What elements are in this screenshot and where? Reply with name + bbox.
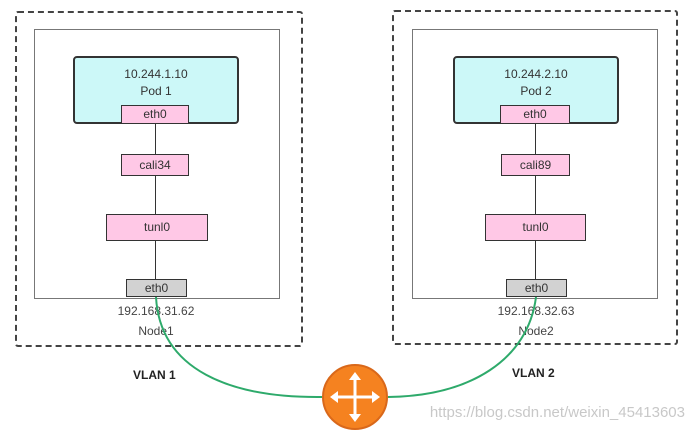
cable-left [155,296,323,399]
pod1-link-a [155,124,156,154]
node1-tunl0: tunl0 [106,214,208,241]
vlan1-label: VLAN 1 [133,368,176,382]
router-icon [322,364,388,430]
cali34-iface: cali34 [121,154,189,176]
pod2-link-c [535,241,536,279]
node1-eth0: eth0 [126,279,187,297]
pod1-link-b [155,176,156,214]
cable-right [387,296,537,398]
pod2-link-b [535,176,536,214]
pod2-eth0: eth0 [500,105,570,124]
vlan2-boundary [392,10,678,345]
pod1-link-c [155,241,156,279]
pod1-eth0: eth0 [121,105,189,124]
pod1-box: 10.244.1.10 Pod 1 [73,56,239,124]
node2-tunl0: tunl0 [485,214,586,241]
node2-ip: 192.168.32.63 [497,304,575,318]
vlan2-label: VLAN 2 [512,366,555,380]
pod1-name: Pod 1 [140,84,172,98]
node2-eth0: eth0 [506,279,567,297]
pod1-ip: 10.244.1.10 [124,67,188,81]
vlan1-boundary [15,11,303,347]
pod2-link-a [535,124,536,154]
pod2-ip: 10.244.2.10 [504,67,568,81]
watermark: https://blog.csdn.net/weixin_45413603 [429,404,685,421]
pod2-name: Pod 2 [520,84,552,98]
cali89-iface: cali89 [501,154,570,176]
node1-ip: 192.168.31.62 [117,304,195,318]
